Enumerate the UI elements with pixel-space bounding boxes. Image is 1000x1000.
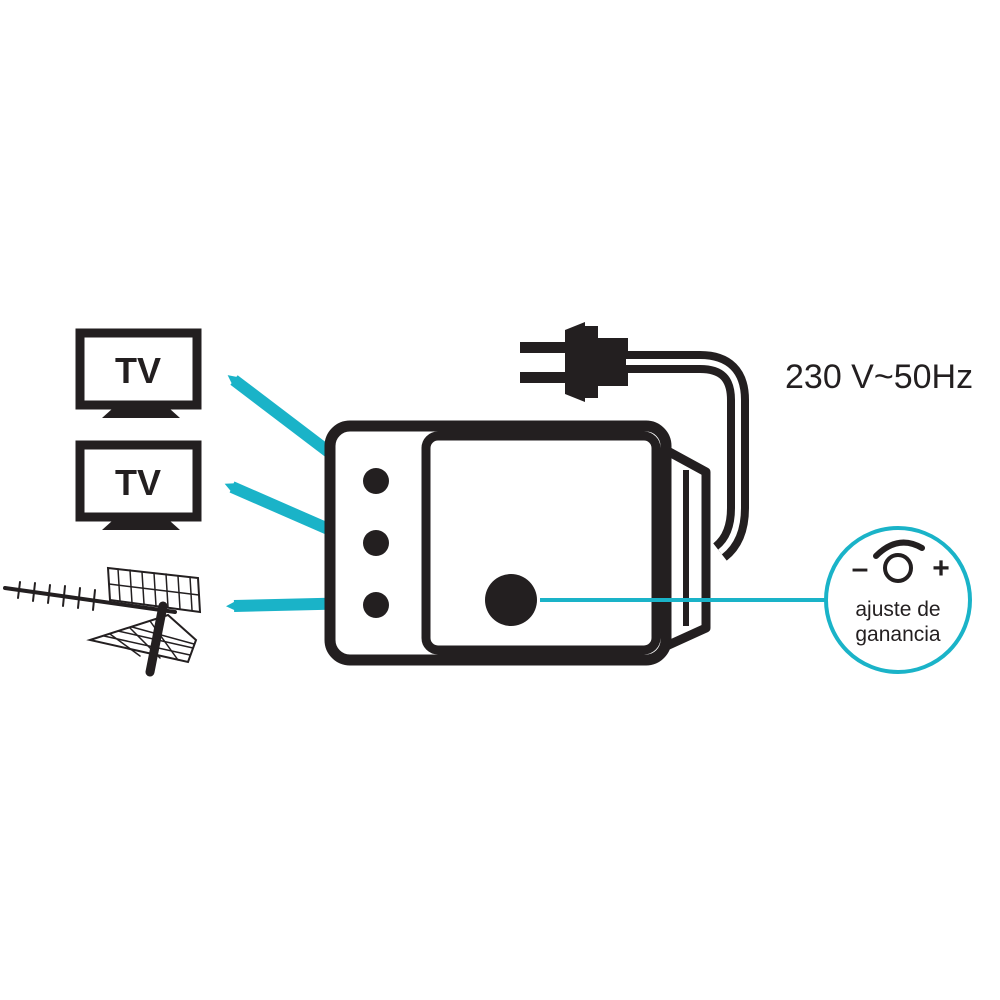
power-plug-icon (520, 322, 749, 561)
gain-knob (485, 574, 537, 626)
tv-stand-bottom (102, 521, 180, 530)
tv-label-top: TV (115, 350, 161, 391)
tv-label-bottom: TV (115, 462, 161, 503)
gain-label-line1: ajuste de (855, 598, 940, 621)
output-port-2 (363, 530, 389, 556)
gain-callout-circle (824, 526, 972, 674)
input-port (363, 592, 389, 618)
gain-plus: + (932, 552, 950, 585)
gain-callout: – + ajuste de ganancia (824, 526, 972, 674)
gain-label-line2: ganancia (855, 623, 941, 646)
tv-stand-top (102, 409, 180, 418)
tv-icon-bottom: TV (75, 440, 202, 530)
gain-knob-icon (873, 539, 925, 583)
tv-screen-bottom (75, 440, 202, 522)
power-label: 230 V~50Hz (785, 358, 973, 396)
tv-icon-top: TV (75, 328, 202, 418)
output-port-1 (363, 468, 389, 494)
yagi-antenna-icon (3, 566, 202, 677)
tv-screen-top (75, 328, 202, 410)
amplifier-box-icon (324, 420, 711, 666)
gain-minus: – (852, 552, 869, 585)
amplifier-front-panel (421, 431, 661, 655)
